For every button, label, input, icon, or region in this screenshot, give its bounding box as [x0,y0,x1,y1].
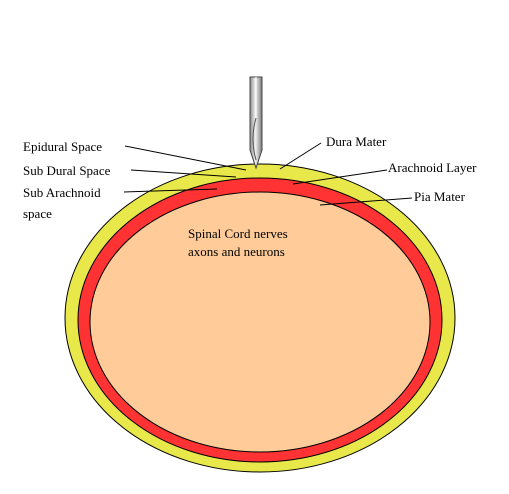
label-sub-dural-space: Sub Dural Space [23,163,111,178]
leader-dura-mater [279,142,322,170]
label-sub-arachnoid-line1: Sub Arachnoid [23,185,101,200]
leader-sub-dural [130,169,237,178]
label-pia-mater: Pia Mater [414,189,466,204]
label-dura-mater: Dura Mater [326,134,387,149]
leader-epidural [124,145,247,171]
label-spinal-cord-line1: Spinal Cord nerves [188,226,288,241]
needle-icon [249,76,263,170]
label-arachnoid-layer: Arachnoid Layer [388,160,477,175]
spinal-cord [89,191,431,453]
label-sub-arachnoid-line2: space [23,206,52,221]
leader-arachnoid-layer [292,169,388,185]
leader-sub-arachnoid [123,188,218,193]
label-spinal-cord-line2: axons and neurons [188,244,285,259]
leader-pia-mater [319,197,413,206]
label-epidural-space: Epidural Space [23,139,102,154]
